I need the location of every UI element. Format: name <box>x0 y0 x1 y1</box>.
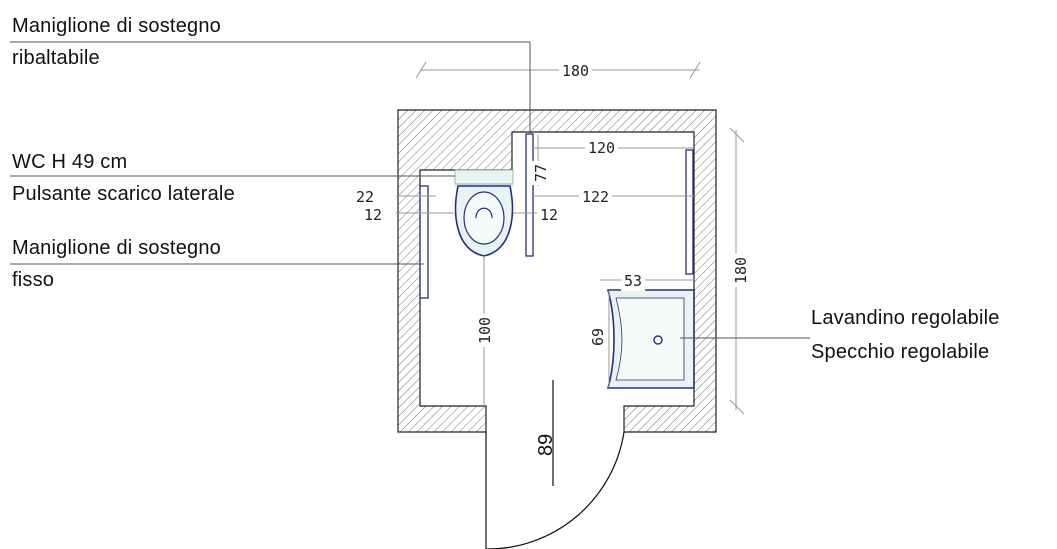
dim-label-bg <box>579 187 613 207</box>
label-sink: Lavandino regolabile <box>811 307 1000 329</box>
dim-label-bg <box>621 271 646 291</box>
dim-label-bg <box>361 205 386 225</box>
dim-wc-depth: 77 <box>532 164 550 182</box>
dim-axis-wall: 122 <box>582 188 609 206</box>
dim-label-bg <box>588 324 608 349</box>
dim-label-bg <box>531 160 551 185</box>
dim-label-bg <box>731 253 751 287</box>
dim-height-total: 180 <box>732 257 750 284</box>
sink <box>606 289 695 389</box>
dim-wc-gap-left: 12 <box>364 206 382 224</box>
dim-label-bg <box>559 61 593 81</box>
label-flush-button: Pulsante scarico laterale <box>12 183 235 205</box>
dim-sink-width: 53 <box>624 272 642 290</box>
label-mirror: Specchio regolabile <box>811 341 990 363</box>
dim-label-bg <box>585 138 619 158</box>
dim-inner-top: 120 <box>588 139 615 157</box>
door <box>485 380 625 549</box>
wall-left-top <box>397 109 717 433</box>
dim-label-bg <box>537 205 562 225</box>
dim-label-bg <box>353 187 378 207</box>
label-grab-bar-fixed-1: Maniglione di sostegno <box>12 237 221 259</box>
label-grab-bar-folding-2: ribaltabile <box>12 47 100 69</box>
wc-toilet <box>454 169 514 257</box>
leader-lines <box>10 41 810 339</box>
dim-width-total: 180 <box>562 62 589 80</box>
dim-door-width: 89 <box>535 434 557 456</box>
dim-front-space: 100 <box>476 317 494 344</box>
dim-sink-depth: 69 <box>589 328 607 346</box>
label-grab-bar-folding-1: Maniglione di sostegno <box>12 15 221 37</box>
label-grab-bar-fixed-2: fisso <box>12 269 55 291</box>
grab-bar-fixed <box>419 185 429 299</box>
dim-bar-offset-left: 22 <box>356 188 374 206</box>
dim-label-bg <box>475 313 495 347</box>
dim-wc-gap-right: 12 <box>540 206 558 224</box>
grab-bar-folding <box>525 133 534 257</box>
label-wc-height: WC H 49 cm <box>12 151 128 173</box>
mirror-bar <box>685 149 694 275</box>
